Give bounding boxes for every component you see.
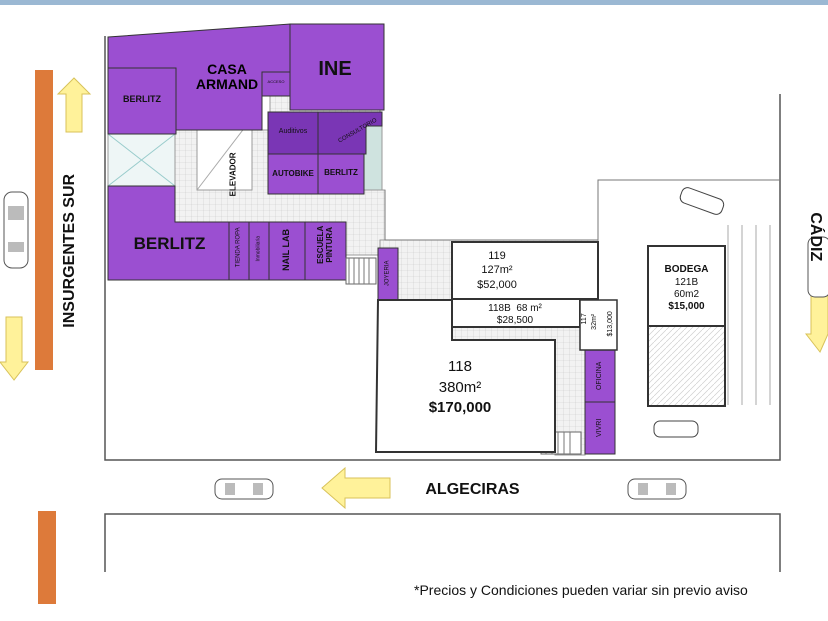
- bodega-hatched: [647, 325, 726, 407]
- street-west-label: INSURGENTES SUR: [61, 173, 79, 328]
- local-118: [374, 299, 556, 453]
- berlitz-small-label: BERLITZ: [324, 168, 358, 177]
- car-icon: [3, 191, 29, 269]
- local-119-area: 127m²: [481, 264, 513, 276]
- car-icon-parking-2: [653, 420, 699, 438]
- shaft: [363, 119, 383, 191]
- local-118b-row: 118B 68 m²: [460, 303, 570, 314]
- local-119: [451, 241, 599, 300]
- parking-outline: [384, 179, 780, 241]
- local-117-name: 117: [581, 313, 589, 325]
- car-icon-parking-1: [679, 187, 725, 215]
- small-top-label: ACCESO: [267, 79, 285, 84]
- local-119-name: 119: [488, 250, 506, 262]
- parking-stalls: [727, 225, 771, 405]
- local-117-area: 32m²: [591, 313, 599, 330]
- local-118-area: 380m²: [438, 379, 482, 396]
- berlitz-small-block: [317, 153, 365, 195]
- property-outline: [104, 36, 781, 461]
- south-sidewalk: [104, 513, 781, 572]
- casa-armand-label: CASA ARMAND: [195, 61, 259, 93]
- bodega-area: 60m2: [673, 289, 699, 300]
- ine-label: INE: [318, 58, 352, 80]
- auditivos-label: Auditivos: [278, 128, 308, 135]
- car-icon-south-2: [627, 478, 687, 500]
- bodega-name: BODEGA: [664, 264, 709, 275]
- car-icon-east: [807, 236, 828, 298]
- arrow-up-icon: [56, 77, 92, 133]
- joyeria-label: JOYERIA: [384, 260, 391, 287]
- vivri-block: [584, 401, 616, 455]
- bodega-unit: 121B: [674, 277, 699, 288]
- berlitz-top-block: [107, 67, 177, 135]
- elevador-label: ELEVADOR: [228, 152, 238, 197]
- stairs: [345, 257, 377, 285]
- local-118b-price: $28,500: [496, 315, 534, 326]
- street-south-label: ALGECIRAS: [425, 481, 520, 498]
- berlitz-big-label: BERLITZ: [133, 234, 206, 253]
- oficina-block: [584, 349, 616, 403]
- autobike-block: [267, 153, 319, 195]
- arrow-left-icon: [321, 466, 391, 510]
- local-118b: [451, 298, 581, 328]
- local-119-price: $52,000: [477, 279, 517, 291]
- car-icon-south-1: [214, 478, 274, 500]
- local-118-price: $170,000: [428, 399, 492, 416]
- autobike-label: AUTOBIKE: [272, 169, 314, 178]
- sidewalk-strip-southwest: [38, 511, 56, 604]
- nail-lab-label: NAIL LAB: [281, 229, 292, 271]
- disclaimer: *Precios y Condiciones pueden variar sin…: [414, 582, 748, 598]
- small-top-block: [261, 71, 291, 97]
- escuela-pintura-label: ESCUELA PINTURA: [316, 225, 334, 264]
- vivri-label: VIVRI: [596, 418, 604, 437]
- local-117-price: $13,000: [607, 311, 615, 337]
- local-118b-area: 68 m²: [516, 303, 542, 314]
- escuela-pintura-block: [304, 221, 347, 281]
- top-bar: [0, 0, 828, 5]
- inmobiliaria-label: Inmobiliaria: [255, 235, 262, 262]
- local-117: [579, 299, 618, 351]
- auditivos-block: [267, 111, 319, 155]
- oficina-label: OFICINA: [596, 361, 604, 391]
- bodega-price: $15,000: [668, 301, 705, 312]
- arrow-down-icon: [0, 316, 30, 381]
- local-118b-name: 118B: [488, 303, 511, 314]
- berlitz-top-label: BERLITZ: [123, 94, 161, 104]
- sidewalk-strip-west: [35, 70, 53, 370]
- street-east-label: CÁDIZ: [806, 212, 824, 262]
- tienda-ropa-label: TIENDA ROPA: [235, 227, 242, 268]
- local-118-name: 118: [448, 358, 472, 375]
